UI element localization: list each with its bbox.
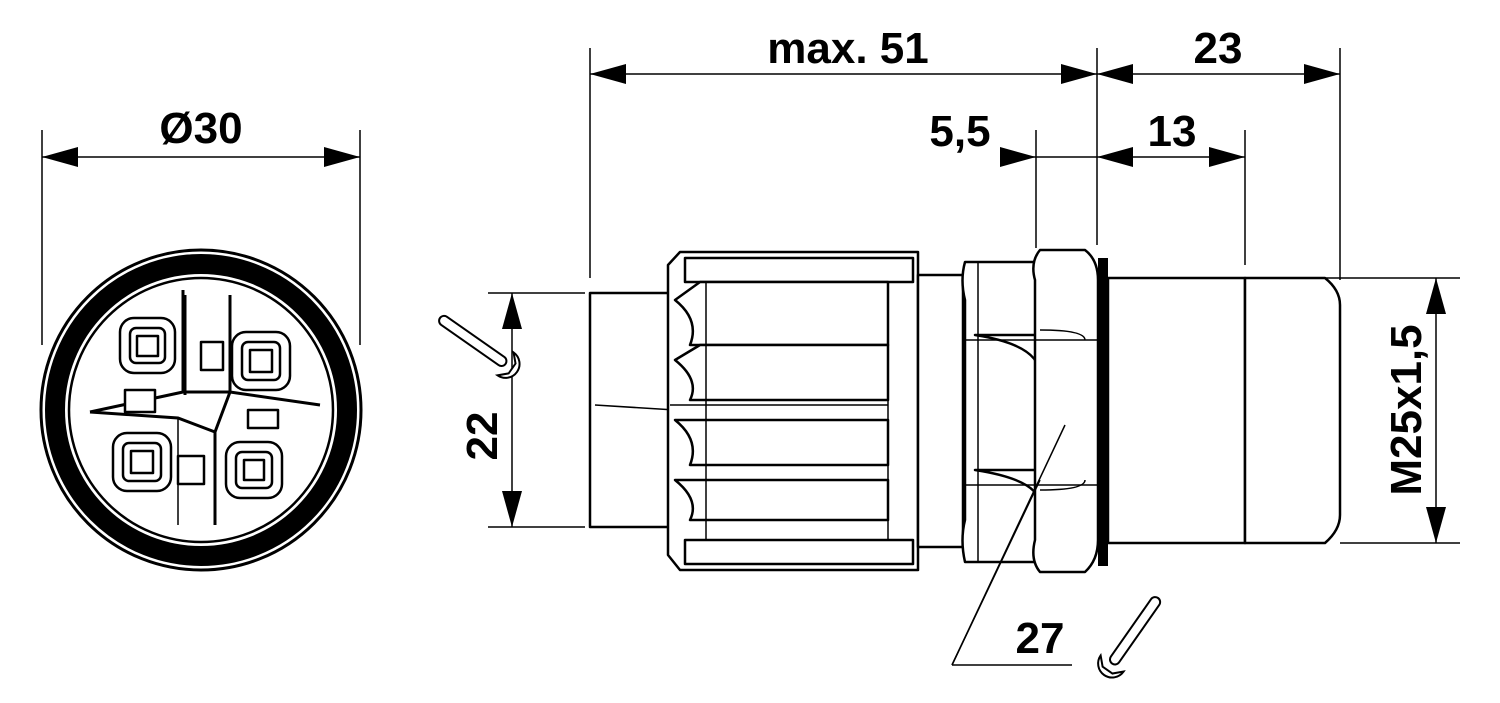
neck — [916, 273, 965, 549]
arrowhead — [1209, 147, 1245, 167]
contact-pin-2 — [230, 330, 292, 392]
flange-seal — [1098, 258, 1108, 566]
arrowhead — [1000, 147, 1036, 167]
wrench-icon — [1097, 596, 1162, 679]
nut-offset-label: 5,5 — [929, 107, 990, 156]
thread-size-label: M25x1,5 — [1382, 324, 1431, 495]
thread-start-label: 13 — [1148, 107, 1197, 156]
arrowhead — [1426, 507, 1446, 543]
coding-key — [246, 408, 280, 430]
outer-ring — [39, 248, 363, 572]
diameter-label: Ø30 — [159, 104, 242, 153]
side-view: max. 51 23 5,5 13 22 M25x1,5 — [458, 24, 1460, 666]
cable-range-label: 22 — [458, 412, 507, 461]
coding-key — [176, 454, 206, 486]
arrowhead — [1426, 278, 1446, 314]
arrowhead — [1304, 64, 1340, 84]
coding-key — [199, 340, 225, 372]
thread-end — [1243, 276, 1342, 545]
arrowhead — [502, 293, 522, 329]
sleeve-slot — [594, 404, 676, 411]
insert-dividers — [89, 290, 321, 525]
wrench-icon — [438, 314, 521, 379]
clamping-cage — [666, 250, 920, 572]
thread-section — [1106, 276, 1247, 545]
arrowhead — [1061, 64, 1097, 84]
contact-pin-3 — [111, 431, 173, 493]
arrowhead — [42, 147, 78, 167]
cable-sleeve — [588, 291, 677, 529]
contact-pin-4 — [224, 440, 284, 500]
inner-ring — [67, 276, 335, 544]
front-view: Ø30 — [39, 104, 363, 572]
coding-key — [123, 388, 157, 414]
arrowhead — [502, 491, 522, 527]
leader-line — [951, 479, 1041, 666]
thread-length-label: 23 — [1194, 24, 1243, 73]
arrowhead — [1097, 147, 1133, 167]
arrowhead — [590, 64, 626, 84]
hex-nut — [961, 248, 1100, 574]
arrowhead — [324, 147, 360, 167]
overall-length-label: max. 51 — [767, 24, 928, 73]
wrench-size-label: 27 — [1016, 614, 1065, 663]
seal-ring — [45, 254, 357, 566]
contact-pin-1 — [118, 316, 177, 375]
arrowhead — [1097, 64, 1133, 84]
